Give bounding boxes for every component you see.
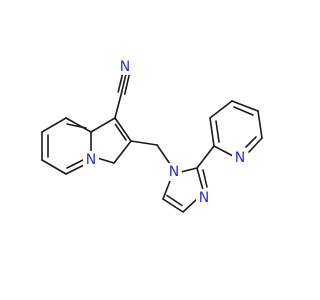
imid-n3-c4 [182, 198, 198, 213]
nitrile-bond-2 [120, 73, 127, 94]
imid-c4-c5 [162, 198, 184, 213]
pyr-c2-c3-inner [215, 120, 220, 143]
pyr-c6-n1 [248, 137, 263, 153]
ring6-c6-c5 [41, 159, 67, 175]
atom-label-layer: N N N N N [83, 58, 248, 206]
ring5-c1-c2-inner [114, 123, 127, 141]
imid-c2-n3 [196, 167, 204, 191]
bond-layer [41, 72, 263, 213]
nitrile-bond-3 [124, 74, 130, 95]
ring6-c8a-c8-inner [66, 123, 87, 129]
pyr-c2-c3 [209, 117, 215, 147]
ring6-c5-n4 [65, 163, 87, 175]
nitrile-bond-1 [117, 72, 124, 93]
ch2-n1-bond [156, 144, 171, 165]
c2-ch2-bond [130, 140, 158, 146]
imid-n1-c2 [180, 167, 198, 173]
imidazole-n1-nitrogen-label: N [169, 164, 179, 180]
pyr-c3-c4 [209, 100, 233, 119]
pyridine-nitrogen-label: N [235, 150, 245, 166]
ring6-c5-n4-inner [66, 159, 84, 169]
imid-c5-n1 [162, 180, 171, 200]
indolizine-nitrogen: N [83, 151, 99, 168]
imidazole-n3-nitrogen: N [196, 189, 212, 206]
nitrile-nitrogen-label: N [120, 59, 130, 75]
pyr-c4-c5 [231, 100, 259, 112]
imid-c4-c5-inner [166, 194, 183, 207]
imidazole-n3-nitrogen-label: N [199, 190, 209, 206]
pyr-c4-c5-inner [233, 106, 254, 116]
ring5-c2-c3 [113, 140, 132, 164]
imid-pyr-bond [196, 145, 215, 169]
indolizine-nitrogen-label: N [86, 152, 96, 168]
c1-cn-bond [114, 92, 123, 119]
pyr-c6-n1-inner [245, 136, 257, 148]
ring5-c1-c8a [90, 117, 116, 133]
ring6-c8-c7 [41, 117, 67, 133]
pyridine-nitrogen: N [232, 149, 248, 166]
molecule-structure: N N N N N [41, 58, 263, 213]
nitrile-nitrogen: N [117, 58, 133, 75]
imidazole-n1-nitrogen: N [166, 163, 182, 181]
pyr-n1-c2 [213, 145, 234, 157]
pyr-c5-c6 [257, 110, 263, 139]
imid-c2-n3-inner [202, 169, 208, 188]
ring5-c1-c2 [114, 117, 132, 142]
ring6-c8a-c8 [65, 117, 92, 133]
